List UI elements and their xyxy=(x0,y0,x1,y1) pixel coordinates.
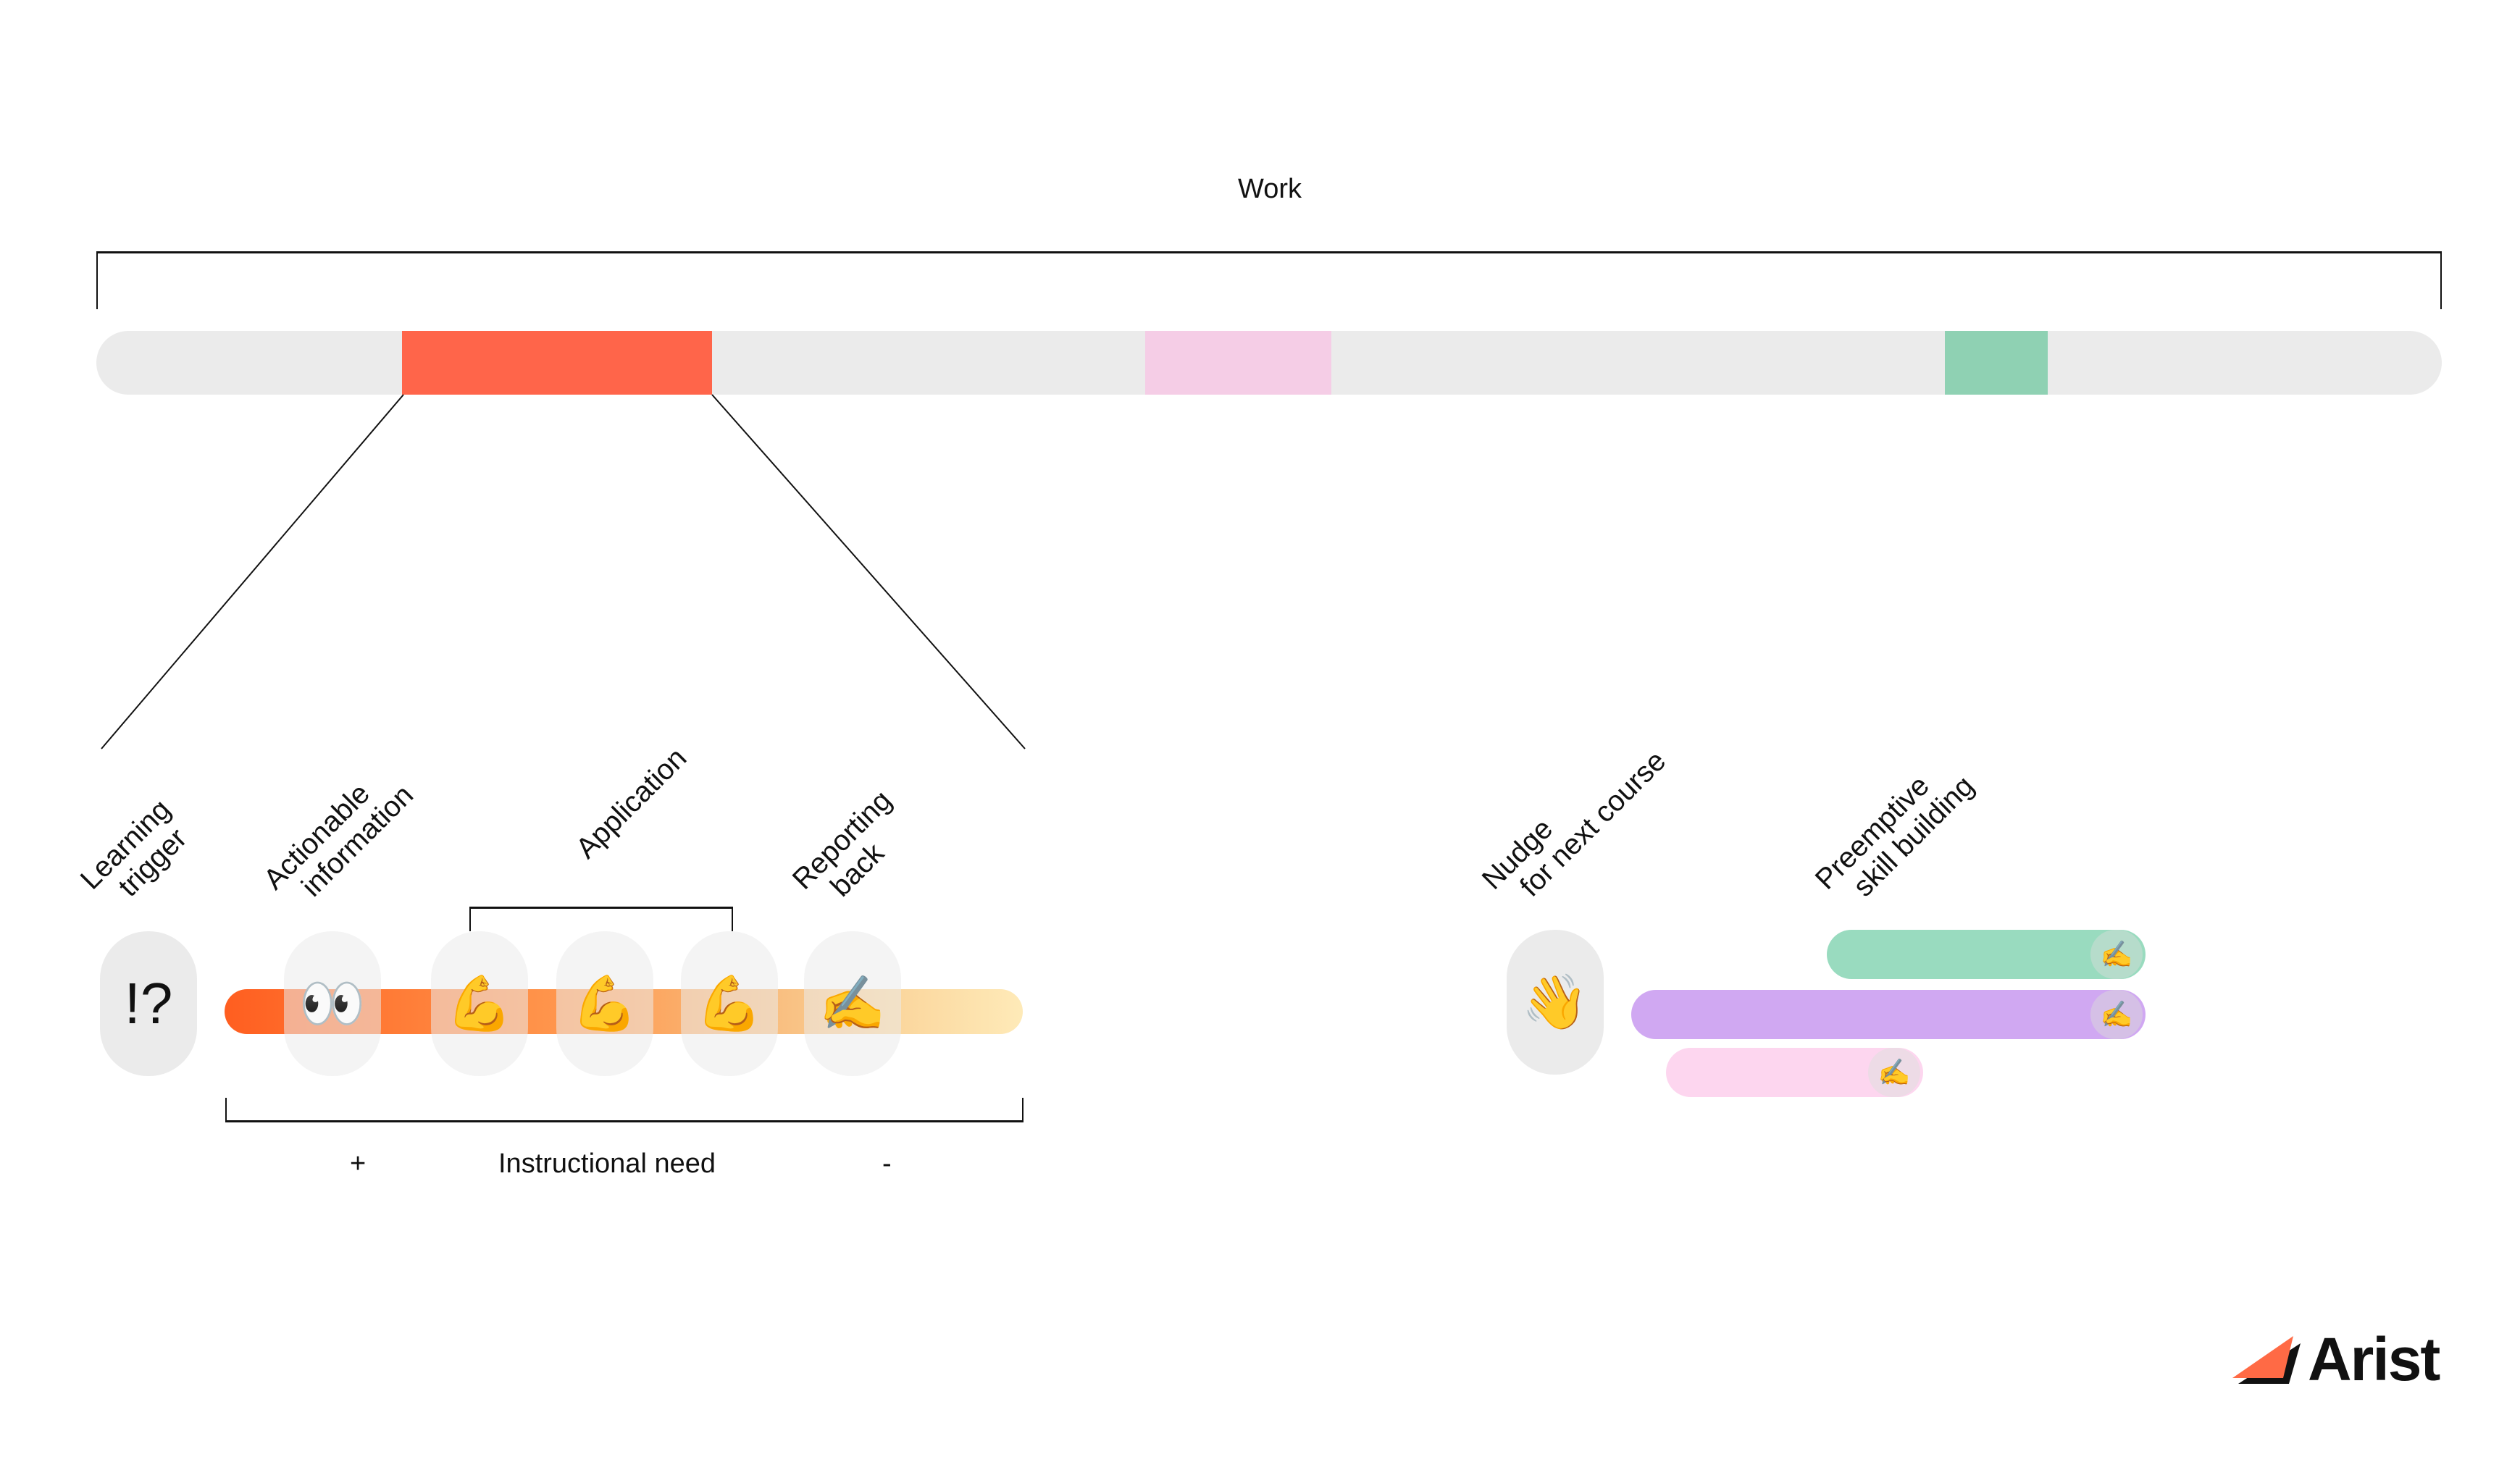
flexed-biceps-icon: 💪 xyxy=(571,973,639,1033)
writing-hand-icon: ✍️ xyxy=(819,973,887,1033)
arist-logo: Arist xyxy=(2222,1325,2454,1393)
need-plus: + xyxy=(350,1148,367,1179)
application-bracket xyxy=(469,907,733,931)
skill-bar-green: ✍️ xyxy=(1827,930,2146,979)
skill-segment xyxy=(1945,331,2048,395)
work-timeline xyxy=(96,331,2442,395)
flexed-biceps-icon: 💪 xyxy=(445,973,514,1033)
flexed-biceps-icon: 💪 xyxy=(695,973,763,1033)
label-application: Application xyxy=(569,742,693,865)
writing-hand-icon: ✍️ xyxy=(2090,930,2143,979)
nudge-pill: 👋 xyxy=(1507,930,1604,1075)
learning-segment xyxy=(402,331,712,395)
instructional-need-label: Instructional need xyxy=(498,1148,716,1179)
skill-bar-purple: ✍️ xyxy=(1631,990,2146,1039)
skill-bar-pink: ✍️ xyxy=(1666,1048,1923,1097)
instructional-need-bracket xyxy=(225,1098,1024,1122)
work-label: Work xyxy=(1238,174,1302,204)
interrobang-icon: !? xyxy=(124,971,173,1036)
stage-pill-application-2: 💪 xyxy=(556,931,653,1076)
writing-hand-icon: ✍️ xyxy=(2090,990,2143,1039)
nudge-segment xyxy=(1145,331,1331,395)
stage-pill-application-1: 💪 xyxy=(431,931,528,1076)
need-minus: - xyxy=(882,1148,892,1179)
writing-hand-icon: ✍️ xyxy=(1868,1048,1920,1097)
arist-logo-mark-icon xyxy=(2232,1336,2301,1384)
brand-name: Arist xyxy=(2308,1325,2440,1393)
stage-pill-application-3: 💪 xyxy=(681,931,778,1076)
work-bracket xyxy=(96,251,2442,309)
stage-pill-reporting-back: ✍️ xyxy=(804,931,901,1076)
eyes-icon: 👀 xyxy=(298,973,367,1033)
stage-pill-actionable-information: 👀 xyxy=(284,931,381,1076)
stage-pill-learning-trigger: !? xyxy=(100,931,197,1076)
waving-hand-icon: 👋 xyxy=(1521,971,1589,1032)
